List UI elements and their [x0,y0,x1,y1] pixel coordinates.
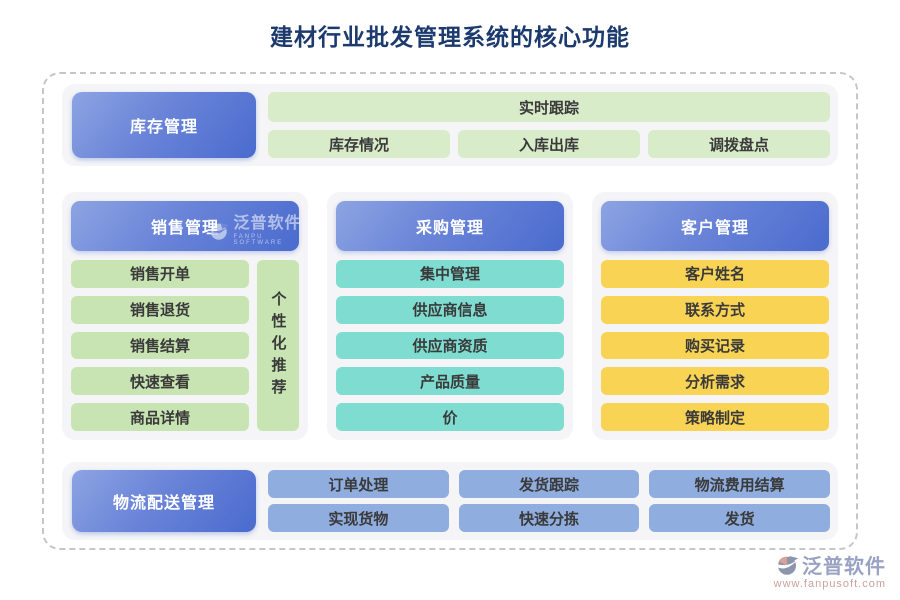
logistics-item: 订单处理 [268,470,449,498]
inventory-item-row: 库存情况 入库出库 调拨盘点 [268,130,830,158]
logistics-items: 订单处理 发货跟踪 物流费用结算 实现货物 快速分拣 发货 [268,470,830,532]
customer-item: 分析需求 [601,367,829,396]
inventory-item: 库存情况 [268,130,450,158]
sales-side-item: 个性化推荐 [257,260,299,431]
purchase-item: 供应商资质 [336,331,564,360]
sales-header: 销售管理 [71,201,299,251]
sales-card: 销售管理 泛普软件 FANPU SOFTWARE 销售开单 销售退货 销售结算 … [62,192,308,440]
sales-item: 销售结算 [71,331,249,360]
fanpu-logo-icon [777,555,799,575]
inventory-section: 库存管理 实时跟踪 库存情况 入库出库 调拨盘点 [62,84,838,166]
purchase-item-list: 集中管理 供应商信息 供应商资质 产品质量 价 [336,260,564,431]
sales-item-list: 销售开单 销售退货 销售结算 快速查看 商品详情 [71,260,249,431]
customer-card: 客户管理 客户姓名 联系方式 购买记录 分析需求 策略制定 [592,192,838,440]
purchase-item: 产品质量 [336,367,564,396]
customer-item: 联系方式 [601,295,829,324]
footer-brand-text: 泛普软件 [802,556,886,578]
inventory-items: 实时跟踪 库存情况 入库出库 调拨盘点 [268,92,830,158]
logistics-header: 物流配送管理 [72,470,256,532]
page-title: 建材行业批发管理系统的核心功能 [270,24,630,50]
purchase-header: 采购管理 [336,201,564,251]
logistics-item: 发货跟踪 [458,470,640,498]
sales-body: 销售开单 销售退货 销售结算 快速查看 商品详情 个性化推荐 [71,260,299,431]
footer-website: www.fanpusoft.com [773,578,886,590]
customer-header: 客户管理 [601,201,829,251]
customer-item: 客户姓名 [601,260,829,288]
sales-item: 销售退货 [71,295,249,324]
dashed-frame [42,72,858,550]
customer-item: 策略制定 [601,403,829,431]
logistics-section: 物流配送管理 订单处理 发货跟踪 物流费用结算 实现货物 快速分拣 发货 [62,462,838,540]
purchase-item: 价 [336,403,564,431]
customer-body: 客户姓名 联系方式 购买记录 分析需求 策略制定 [601,260,829,431]
purchase-card: 采购管理 集中管理 供应商信息 供应商资质 产品质量 价 [327,192,573,440]
customer-item-list: 客户姓名 联系方式 购买记录 分析需求 策略制定 [601,260,829,431]
sales-item: 销售开单 [71,260,249,288]
logistics-item: 实现货物 [268,504,449,532]
inventory-header: 库存管理 [72,92,256,158]
purchase-body: 集中管理 供应商信息 供应商资质 产品质量 价 [336,260,564,431]
inventory-item: 调拨盘点 [648,130,830,158]
logistics-item: 快速分拣 [458,504,640,532]
customer-item: 购买记录 [601,331,829,360]
sales-item: 商品详情 [71,403,249,431]
sales-item: 快速查看 [71,367,249,396]
footer-logo: 泛普软件 www.fanpusoft.com [774,550,886,590]
purchase-item: 集中管理 [336,260,564,288]
logistics-item: 发货 [649,504,830,532]
logistics-item: 物流费用结算 [649,470,830,498]
inventory-featured-item: 实时跟踪 [268,92,830,122]
purchase-item: 供应商信息 [336,295,564,324]
inventory-item: 入库出库 [458,130,640,158]
